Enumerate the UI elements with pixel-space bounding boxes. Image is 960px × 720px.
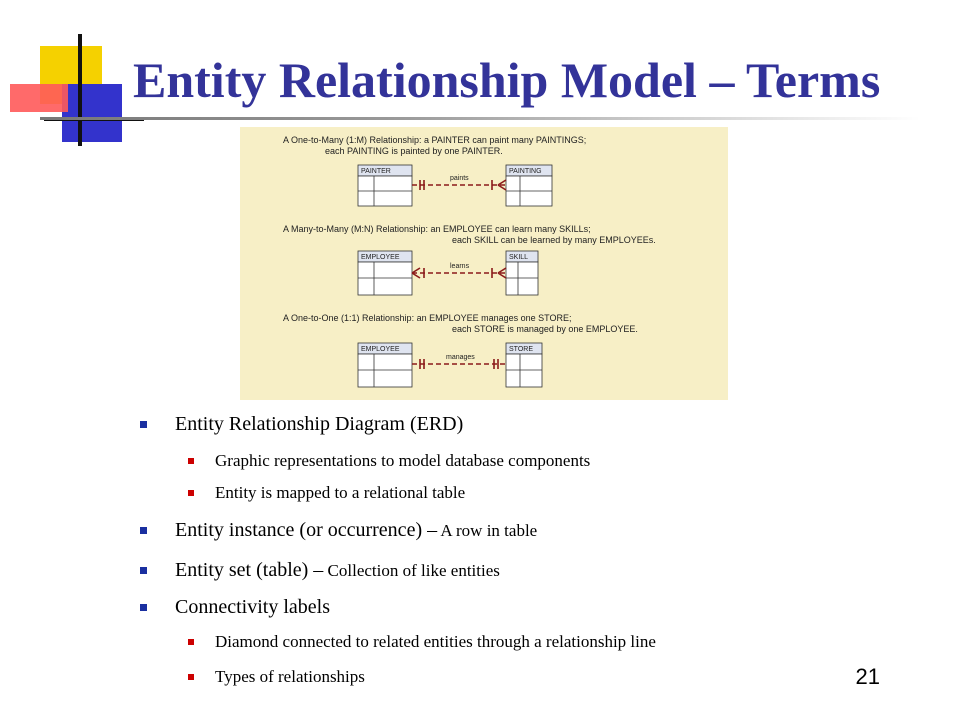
one-to-many-line2: each PAINTING is painted by one PAINTER. — [325, 146, 503, 156]
entity-painter: PAINTER — [357, 164, 413, 207]
entity-employee-2-label: EMPLOYEE — [361, 346, 400, 353]
entity-employee-1-label: EMPLOYEE — [361, 254, 400, 261]
bullet-entity-instance: Entity instance (or occurrence) – A row … — [139, 518, 538, 543]
entity-painting: PAINTING — [505, 164, 553, 207]
one-to-many-line1: A One-to-Many (1:M) Relationship: a PAIN… — [283, 135, 586, 145]
relationship-line-paints — [412, 179, 507, 191]
entity-instance-definition: A row in table — [437, 521, 538, 540]
entity-skill-label: SKILL — [509, 254, 528, 261]
er-relationship-figure: A One-to-Many (1:M) Relationship: a PAIN… — [240, 127, 728, 400]
entity-store-label: STORE — [509, 346, 533, 353]
entity-employee-1: EMPLOYEE — [357, 250, 413, 296]
entity-instance-term: Entity instance (or occurrence) – — [175, 519, 438, 541]
relationship-line-learns — [411, 267, 507, 279]
bullet-erd: Entity Relationship Diagram (ERD) — [139, 413, 464, 435]
relationship-label-paints: paints — [450, 175, 469, 182]
bullet-conn-sub1: Diamond connected to related entities th… — [188, 632, 656, 651]
page-number: 21 — [855, 664, 880, 689]
many-to-many-line2: each SKILL can be learned by many EMPLOY… — [452, 235, 656, 245]
entity-set-definition: Collection of like entities — [323, 561, 500, 580]
slide-title: Entity Relationship Model – Terms — [133, 52, 881, 108]
entity-store: STORE — [505, 342, 543, 388]
entity-painting-label: PAINTING — [509, 168, 542, 175]
relationship-line-manages — [412, 359, 506, 369]
bullet-erd-sub2: Entity is mapped to a relational table — [187, 483, 466, 502]
relationship-label-learns: learns — [450, 263, 470, 270]
entity-skill: SKILL — [505, 250, 539, 296]
bullet-entity-set: Entity set (table) – Collection of like … — [140, 558, 500, 583]
entity-set-term: Entity set (table) – — [175, 559, 324, 581]
decorative-logo — [10, 34, 144, 146]
entity-painter-label: PAINTER — [361, 168, 391, 175]
relationship-label-manages: manages — [446, 354, 475, 361]
bullet-connectivity: Connectivity labels — [140, 596, 330, 618]
entity-employee-2: EMPLOYEE — [357, 342, 413, 388]
one-to-one-line2: each STORE is managed by one EMPLOYEE. — [452, 324, 638, 334]
title-underline — [40, 117, 920, 120]
many-to-many-line1: A Many-to-Many (M:N) Relationship: an EM… — [283, 224, 591, 234]
er-figure-drawing: A One-to-Many (1:M) Relationship: a PAIN… — [283, 135, 656, 388]
bullet-erd-sub1: Graphic representations to model databas… — [187, 451, 591, 470]
one-to-one-line1: A One-to-One (1:1) Relationship: an EMPL… — [283, 313, 571, 323]
bullet-conn-sub2: Types of relationships — [188, 667, 365, 686]
